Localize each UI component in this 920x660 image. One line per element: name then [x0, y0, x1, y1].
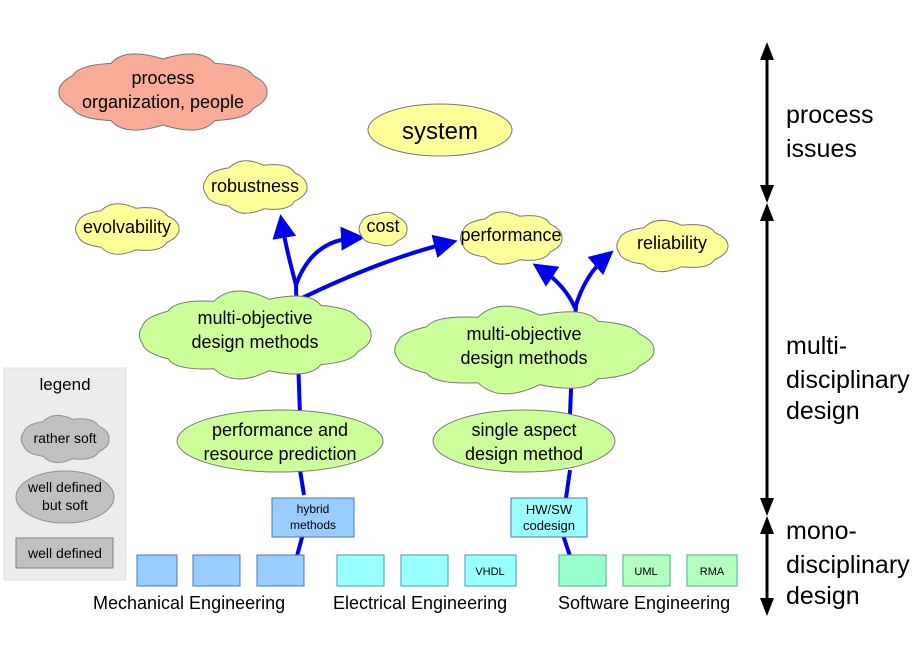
multi-objective-right-cloud [394, 305, 655, 395]
evolvability-cloud [75, 203, 180, 255]
elec-box-2 [400, 554, 449, 587]
legend-well-defined-label: well defined [27, 545, 102, 561]
rma-box [686, 554, 738, 587]
uml-label: UML [634, 566, 657, 578]
robustness-label: robustness [211, 176, 299, 196]
hybrid-methods-box [271, 497, 355, 538]
mo-left-line1: multi-objective [197, 308, 312, 328]
vhdl-label: VHDL [475, 566, 504, 578]
performance-label: performance [460, 225, 561, 245]
mono-line3: design [786, 582, 860, 610]
mo-right-line2: design methods [460, 348, 587, 368]
double-arrow-icon [760, 516, 774, 616]
arrow-hwsw-to-single [564, 469, 572, 499]
single-aspect-ellipse [432, 409, 616, 473]
multi-line1: multi- [786, 332, 847, 360]
cost-cloud [358, 211, 408, 247]
hwsw-line2: codesign [523, 518, 575, 533]
process-cloud-line1: process [131, 68, 194, 88]
performance-prediction-ellipse [176, 409, 384, 473]
hwsw-line1: HW/SW [526, 502, 573, 517]
arrow-to-robustness [272, 214, 298, 286]
system-label: system [402, 118, 478, 145]
software-engineering-label: Software Engineering [558, 593, 730, 613]
arrow-to-performance [297, 234, 458, 302]
system-ellipse [367, 103, 513, 157]
legend-well-defined-soft-line2: but soft [42, 497, 88, 513]
arrow-soft-to-hwsw [561, 534, 572, 557]
multi-objective-left-cloud [138, 290, 372, 380]
soft-box-1 [558, 554, 607, 587]
arrow-to-reliability [573, 250, 614, 309]
multi-line2: disciplinary [786, 366, 910, 394]
performance-cloud [459, 211, 563, 265]
mech-box-1 [136, 554, 178, 587]
process-cloud-line2: organization, people [82, 92, 244, 112]
hwsw-codesign-box [510, 497, 588, 538]
method-boxes: hybrid methods HW/SW codesign [271, 497, 588, 538]
single-aspect-line2: design method [465, 444, 583, 464]
single-aspect-line1: single aspect [471, 420, 576, 440]
prediction-line1: performance and [212, 420, 348, 440]
vhdl-box [464, 554, 517, 587]
uml-box [622, 554, 671, 587]
evolvability-label: evolvability [83, 217, 171, 237]
legend-rather-soft-label: rather soft [33, 430, 96, 446]
double-arrow-icon [760, 203, 774, 516]
process-cloud [58, 53, 268, 131]
arrow-to-performance-right [532, 263, 577, 309]
rma-label: RMA [700, 566, 725, 578]
legend-rather-soft-cloud [20, 415, 110, 463]
mech-box-2 [192, 554, 241, 587]
hybrid-line1: hybrid [297, 502, 330, 516]
electrical-engineering-label: Electrical Engineering [333, 593, 507, 613]
cost-label: cost [366, 216, 399, 236]
process-issues-line1: process [786, 101, 874, 129]
multi-line3: design [786, 397, 860, 425]
elec-box-1 [336, 554, 385, 587]
arrow-to-cost [294, 226, 365, 286]
legend-well-defined-soft-line1: well defined [27, 479, 102, 495]
mono-line1: mono- [786, 517, 857, 545]
legend-panel: legend rather soft well defined but soft… [3, 367, 127, 581]
reliability-cloud [616, 219, 729, 273]
reliability-label: reliability [637, 233, 707, 253]
mo-right-line1: multi-objective [466, 324, 581, 344]
prediction-line2: resource prediction [203, 444, 356, 464]
legend-well-defined-soft-ellipse [15, 470, 115, 524]
hybrid-line2: methods [290, 518, 336, 532]
mo-left-line2: design methods [191, 332, 318, 352]
engineering-tools: VHDL UML RMA [136, 554, 738, 587]
arrow-hybrid-to-prediction [298, 469, 306, 496]
mechanical-engineering-label: Mechanical Engineering [93, 593, 285, 613]
level-arrows [760, 42, 774, 616]
clouds: process organization, people system robu… [58, 53, 729, 473]
double-arrow-icon [760, 42, 774, 203]
process-issues-line2: issues [786, 135, 857, 163]
mech-box-3 [256, 554, 305, 587]
mono-line2: disciplinary [786, 551, 910, 579]
legend-title: legend [39, 375, 90, 394]
robustness-cloud [202, 160, 308, 214]
legend-well-defined-box [15, 537, 114, 569]
